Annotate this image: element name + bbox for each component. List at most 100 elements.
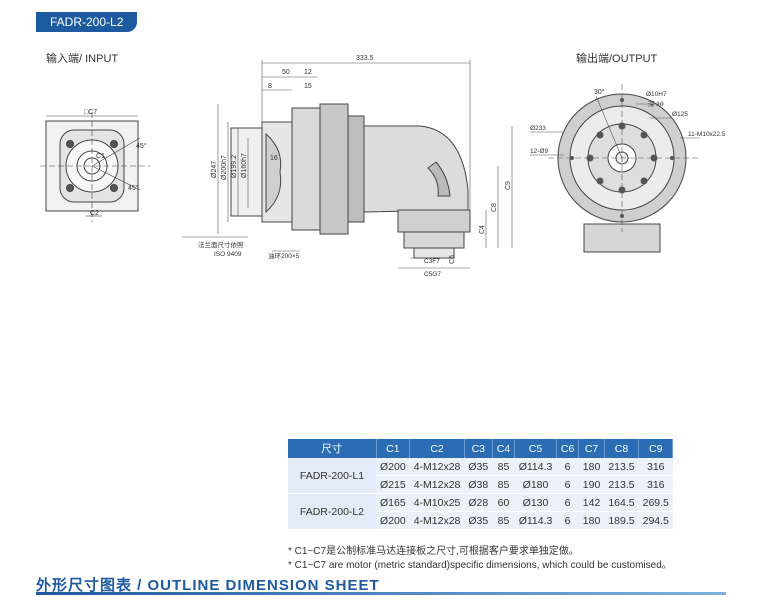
dim-12-phi9: 12-Ø9 [530,148,548,155]
dim-phi125: Ø125 [672,111,688,118]
note-chinese: * C1~C7是公制标准马达连接板之尺寸,可根据客户要求单独定做。 [288,546,579,557]
input-hole [66,184,74,192]
reducer-flange [319,103,349,235]
dim-depth-10: 深 10 [648,99,664,108]
table-cell: 6 [556,475,579,494]
output-hole [596,177,604,185]
reducer-ring [347,115,365,223]
output-hole [640,177,648,185]
table-cell: Ø200 [376,458,410,476]
sheet-title: 外形尺寸图表 / OUTLINE DIMENSION SHEET [36,577,380,594]
dim-c1: C1 [96,153,105,160]
dim-phi199-2: Ø199.2 [231,155,238,178]
output-hub [403,231,465,249]
dim-c4: C4 [479,225,486,234]
side-dimension-lines [182,60,513,269]
output-shaft [413,247,455,259]
input-hole [110,140,118,148]
header-c4: C4 [492,439,516,458]
dim-c9: C9 [505,181,512,190]
table-cell: 85 [492,475,515,494]
table-cell: Ø114.3 [514,458,557,476]
header-c5: C5 [514,439,557,458]
table-cell: Ø35 [464,511,493,530]
dim-phi10h7: Ø10H7 [646,91,667,98]
table-cell: 269.5 [638,493,673,512]
header-c2: C2 [409,439,465,458]
input-hole [66,140,74,148]
dim-c6: C6 [449,255,456,264]
table-cell: 142 [578,493,605,512]
table-cell: 4-M10x25 [409,493,465,512]
output-outer-hole [670,156,674,160]
table-cell: 180 [578,458,605,476]
header-c8: C8 [604,439,640,458]
table-cell: Ø35 [464,458,493,476]
table-cell: 85 [492,458,515,476]
model-cell: FADR-200-L2 [288,493,376,530]
header-c9: C9 [638,439,674,458]
table-cell: 6 [556,458,579,476]
flange-note-line2: ISO 9409 [214,251,242,258]
output-hole [650,154,658,162]
dim-15: 15 [304,83,312,90]
dim-50: 50 [282,69,290,76]
header-c7: C7 [578,439,605,458]
table-cell: 6 [556,511,579,530]
dim-c8: C8 [491,203,498,212]
table-cell: 164.5 [604,493,639,512]
dim-16: 16 [270,155,278,162]
output-bolt-holes [570,98,674,218]
dim-c7: □C7 [84,109,97,116]
header-c3: C3 [464,439,493,458]
model-tab: FADR-200-L2 [36,12,138,32]
table-cell: Ø180 [514,475,557,494]
output-hole [640,131,648,139]
dim-c3: C3F7 [424,258,440,265]
table-cell: 60 [492,493,515,512]
dim-angle-45-bottom: 45° [128,184,139,192]
table-cell: Ø130 [514,493,557,512]
table-cell: Ø114.3 [514,511,557,530]
table-row: FADR-200-L1 Ø200 4-M12x28 Ø35 85 Ø114.3 … [288,458,673,494]
dim-phi160h7: Ø160h7 [241,153,248,178]
dim-11-m10: 11-M10x22.5 [688,131,726,138]
table-cell: 213.5 [604,458,639,476]
input-label: 输入端/ INPUT [46,53,119,65]
table-cell: 189.5 [604,511,639,530]
table-cell: 4-M12x28 [409,458,465,476]
header-c1: C1 [376,439,411,458]
dim-angle-45-top: 45° [136,142,147,150]
table-row: Ø215 4-M12x28 Ø38 85 Ø180 6 190 213.5 31… [288,475,673,494]
table-cell: 85 [492,511,515,530]
output-hole [596,131,604,139]
dim-c5: C5G7 [424,271,441,278]
reducer-body [291,107,321,231]
bottom-rule [36,592,726,595]
dim-12: 12 [304,69,312,76]
bearing-section [265,132,282,214]
dim-c2: C2 [90,210,99,217]
table-row: FADR-200-L2 Ø165 4-M10x25 Ø28 60 Ø130 6 … [288,493,673,530]
header-c6: C6 [556,439,580,458]
table-cell: 4-M12x28 [409,475,465,494]
oil-ring-note: 油环200×5 [268,251,300,260]
dim-phi233: Ø233 [530,125,546,132]
output-hole [618,186,626,194]
output-label: 输出端/OUTPUT [576,53,658,65]
dim-phi200h7: Ø200h7 [221,155,228,180]
dim-333-5: 333.5 [356,55,374,62]
table-cell: 294.5 [638,511,673,530]
note-english: * C1~C7 are motor (metric standard)speci… [288,560,672,571]
flange-note-line1: 法兰面尺寸依照 [198,240,244,249]
dim-8: 8 [268,83,272,90]
table-cell: 4-M12x28 [409,511,465,530]
table-header-row: 尺寸 C1 C2 C3 C4 C5 C6 C7 C8 C9 [288,439,674,458]
table-cell: Ø165 [376,493,410,512]
table-cell: 213.5 [604,475,639,494]
dim-angle-30: 30° [594,88,605,96]
side-view [230,103,471,259]
table-cell: 190 [578,475,605,494]
table-cell: Ø215 [376,475,410,494]
table-row: Ø200 4-M12x28 Ø35 85 Ø114.3 6 180 189.5 … [288,511,673,530]
